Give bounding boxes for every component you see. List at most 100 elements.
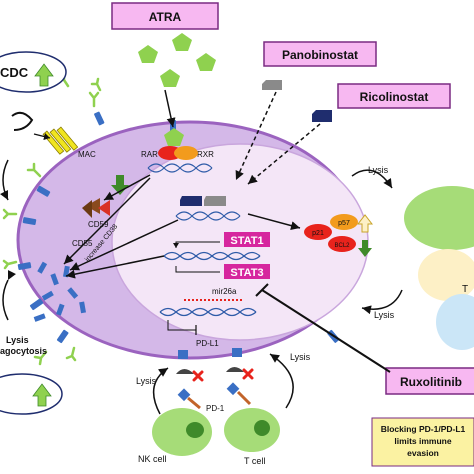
rxr-protein <box>174 146 198 160</box>
lysis-arc-left-bottom <box>2 269 17 321</box>
stat3-box <box>224 264 270 279</box>
up-arrow-icon <box>356 214 374 233</box>
dna-hdac <box>175 211 241 221</box>
arrow-hdac-p21 <box>247 213 301 231</box>
stat3-label: STAT3 <box>230 267 263 279</box>
t-cell <box>224 408 280 452</box>
pentagon-icon <box>196 53 216 71</box>
cdc-oval <box>0 51 67 93</box>
pentagon-icon <box>160 69 180 87</box>
t-cell-label: T cell <box>244 456 265 466</box>
t-cell-label-right: T <box>462 284 468 295</box>
hdac-navy <box>180 196 202 206</box>
p57-protein <box>330 214 358 230</box>
lysis-arc-t <box>269 353 294 409</box>
panobinostat-dashed-arrow <box>235 91 277 181</box>
arrow-rar-cd59 <box>103 174 151 201</box>
pdl1-label: PD-L1 <box>196 339 219 348</box>
stat3-bracket <box>175 266 220 273</box>
ruxolitinib-label: Ruxolitinib <box>400 375 462 389</box>
ricolinostat-dashed-arrow <box>247 123 321 185</box>
internal-receptors <box>33 261 86 322</box>
stat1-label: STAT1 <box>230 235 263 247</box>
panobinostat-drug <box>262 80 282 90</box>
ruxolitinib-tbar <box>255 283 269 297</box>
arrow-stat1 <box>65 255 165 279</box>
nk-cell <box>152 408 212 456</box>
ricolinostat-drug <box>312 110 332 122</box>
blocking-note-line2: limits immune <box>394 436 451 446</box>
lysis-arc-nk <box>152 367 169 415</box>
lysis-arc-bottom-right <box>361 289 403 315</box>
bcl2-label: BCL2 <box>334 243 350 249</box>
cross-icon <box>192 368 254 382</box>
lysis-t-label: Lysis <box>290 352 311 362</box>
pentagon-icon <box>138 45 158 63</box>
lysis-left-label: Lysis <box>6 335 29 345</box>
pdl1-receptors <box>176 348 244 374</box>
stat1-bracket <box>173 241 220 248</box>
up-arrow-icon <box>34 63 54 87</box>
rxr-label: RXR <box>197 150 214 159</box>
cd59-shape <box>86 198 100 214</box>
cdc-label: CDC <box>0 65 29 80</box>
nk-cell-nucleus <box>186 422 204 438</box>
bottom-left-oval <box>0 373 63 415</box>
t-cell-nucleus <box>254 420 270 436</box>
ricolinostat-box <box>337 83 451 109</box>
mir26a-label: mir26a <box>212 287 237 296</box>
blocking-note-line3: evasion <box>407 448 439 458</box>
blocking-note-line1: Blocking PD-1/PD-L1 <box>381 424 466 434</box>
ruxolitinib-inhibit-line <box>261 289 391 373</box>
pentagon-icon <box>164 128 184 146</box>
complement-fragment <box>11 111 34 131</box>
ruxolitinib-box <box>385 367 474 395</box>
up-arrow-icon <box>32 383 52 407</box>
dna-mir26a <box>159 307 257 317</box>
pd1-receptors <box>177 382 252 410</box>
cd59-red <box>98 200 110 216</box>
mir26a-inhibit <box>167 320 196 331</box>
lysis-nk-label: Lysis <box>136 376 157 386</box>
hdac-gray <box>204 196 226 206</box>
ricolinostat-label: Ricolinostat <box>360 90 429 104</box>
phagocytosis-label: agocytosis <box>0 346 47 356</box>
cream-cell-right <box>418 249 474 301</box>
panobinostat-box <box>263 41 377 67</box>
blue-cell-right <box>436 294 474 350</box>
p57-label: p57 <box>338 220 350 227</box>
mac-complex <box>42 126 79 155</box>
blocking-note-box <box>371 417 474 467</box>
atra-label: ATRA <box>149 10 182 24</box>
arrow-rar-cd38 <box>63 177 151 265</box>
bcl2-protein <box>328 236 356 252</box>
down-arrow-icon <box>111 175 129 195</box>
atra-arrow <box>164 89 176 128</box>
arrow-to-mac <box>33 133 51 141</box>
arrow-hdac-receptor <box>69 219 179 271</box>
rar-label: RAR <box>141 150 158 159</box>
cd55-shape <box>82 200 92 218</box>
dna-rar <box>147 163 213 173</box>
lysis-right-top: Lysis <box>368 165 389 175</box>
lysis-arc-left-top <box>0 159 9 201</box>
atra-molecules <box>138 33 216 146</box>
green-cell-right <box>404 186 474 250</box>
pentagon-icon <box>172 33 192 51</box>
pd1-label: PD-1 <box>206 404 225 413</box>
cd59-label: CD59 <box>88 220 109 229</box>
p21-protein <box>304 224 332 240</box>
mac-label: MAC <box>78 150 96 159</box>
cd55-label: CD55 <box>72 239 93 248</box>
lysis-right-bottom: Lysis <box>374 310 395 320</box>
down-arrow-icon <box>358 240 372 257</box>
atra-box <box>111 2 219 30</box>
p21-label: p21 <box>312 230 324 237</box>
nk-cell-label: NK cell <box>138 454 167 464</box>
lysis-arc-top-right <box>351 169 393 189</box>
dna-stat1 <box>163 251 261 261</box>
stat1-box <box>224 232 270 247</box>
panobinostat-label: Panobinostat <box>282 48 358 62</box>
